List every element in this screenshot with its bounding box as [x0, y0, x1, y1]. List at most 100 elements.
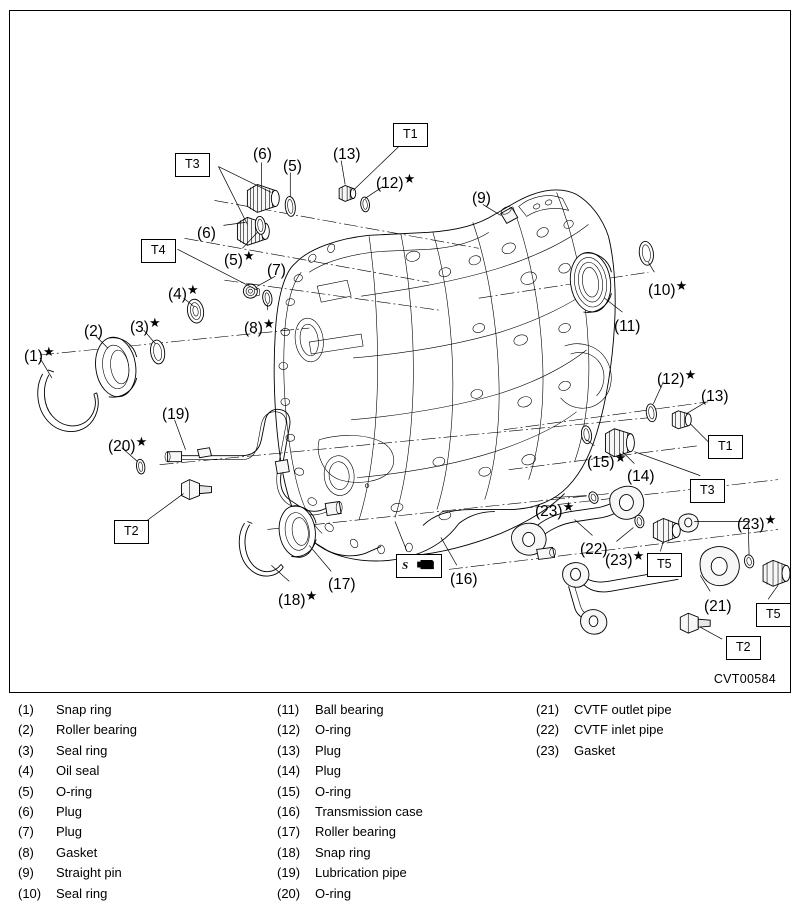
legend-item-number: (6) [18, 803, 34, 819]
legend-item-label: Lubrication pipe [315, 865, 407, 881]
callout-8: (8)★ [244, 317, 275, 337]
callout-number: (12) [657, 371, 685, 388]
star-icon: ★ [242, 248, 255, 263]
legend-item: (8)Gasket [18, 843, 137, 863]
bolt-t2-left [181, 479, 212, 501]
legend-item: (1) Snap ring [18, 700, 137, 720]
legend-column-3: (21)CVTF outlet pipe(22)CVTF inlet pipe(… [536, 700, 672, 761]
torque-box-t1: T1 [708, 435, 743, 459]
legend-item-label: Snap ring [315, 844, 371, 860]
callout-number: (19) [162, 406, 190, 423]
part-6-plug-upper [246, 183, 280, 213]
legend-item: (15)O-ring [277, 782, 423, 802]
callout-number: (15) [587, 454, 615, 471]
callout-number: (4) [168, 286, 187, 303]
legend-item: (12)O-ring [277, 720, 423, 740]
callout-number: (23) [605, 552, 633, 569]
legend-item-number: (4) [18, 763, 34, 779]
callout-number: (5) [224, 252, 243, 269]
torque-box-t1: T1 [393, 123, 428, 147]
legend-item: (5)O-ring [18, 782, 137, 802]
part-12-o-ring-right [645, 403, 657, 423]
part-23-gasket-b [634, 514, 645, 529]
legend-item-label: Snap ring [56, 702, 112, 717]
part-22-cvtf-inlet-pipe [511, 485, 645, 560]
bolt-t5-inlet [652, 518, 681, 543]
legend-item: (3)Seal ring [18, 741, 137, 761]
star-icon: ★ [186, 282, 199, 297]
drawing-number: CVT00584 [713, 672, 776, 686]
part-11-ball-bearing [569, 252, 612, 313]
legend-item: (10)Seal ring [18, 884, 137, 904]
bolt-t2-right [679, 612, 711, 634]
svg-text:S: S [402, 560, 408, 572]
legend-item-label: O-ring [315, 783, 352, 799]
callout-17: (17) [328, 577, 356, 593]
callout-number: (22) [580, 541, 608, 558]
legend-item-label: Gasket [574, 742, 616, 758]
legend-item-number: (5) [18, 783, 34, 799]
legend-item-label: Plug [315, 763, 342, 779]
part-17-roller-bearing [278, 505, 317, 558]
legend-item: (19)Lubrication pipe [277, 863, 423, 883]
part-8-gasket [262, 289, 273, 307]
callout-23: (23)★ [535, 500, 574, 520]
callout-number: (23) [737, 516, 765, 533]
callout-5: (5)★ [224, 249, 255, 269]
callout-number: (3) [130, 319, 149, 336]
leader-lines [39, 138, 779, 640]
callout-23: (23)★ [605, 549, 644, 569]
part-1-snap-ring [37, 369, 99, 433]
callout-number: (20) [108, 438, 136, 455]
callout-13: (13) [701, 389, 729, 405]
callout-6: (6) [197, 226, 216, 242]
part-20-o-ring [135, 458, 146, 475]
legend-item-label: Roller bearing [315, 824, 396, 840]
torque-box-t3: T3 [690, 479, 725, 503]
callout-20: (20)★ [108, 435, 147, 455]
callout-12: (12)★ [657, 368, 696, 388]
callout-number: (12) [376, 175, 404, 192]
star-icon: ★ [675, 278, 688, 293]
legend-item-number: (1) [18, 702, 34, 717]
callout-number: (10) [648, 282, 676, 299]
part-23-gasket-c [743, 554, 755, 569]
transmission-case-body [273, 189, 616, 562]
part-12-o-ring-top [360, 196, 370, 213]
part-13-plug-right [671, 410, 692, 430]
part-3-seal-ring [150, 339, 166, 365]
callout-23: (23)★ [737, 513, 776, 533]
part-14-plug [605, 428, 635, 458]
legend-item-label: Plug [56, 803, 83, 819]
callout-7: (7) [267, 263, 286, 279]
legend-item-number: (13) [277, 742, 301, 758]
torque-box-t5: T5 [756, 603, 791, 627]
star-icon: ★ [42, 344, 55, 359]
legend-item-number: (8) [18, 844, 34, 860]
star-icon: ★ [148, 315, 161, 330]
callout-number: (6) [197, 225, 216, 242]
legend-item-label: Seal ring [56, 885, 108, 901]
legend-item-number: (22) [536, 722, 560, 738]
callout-14: (14) [627, 469, 655, 485]
legend-item-number: (12) [277, 722, 301, 738]
callout-16: (16) [450, 572, 478, 588]
legend-item-number: (16) [277, 803, 301, 819]
part-4-oil-seal [186, 298, 205, 324]
callout-number: (21) [704, 598, 732, 615]
callout-number: (5) [283, 158, 302, 175]
part-2-roller-bearing [95, 336, 138, 398]
star-icon: ★ [614, 450, 627, 465]
legend-item-number: (7) [18, 824, 34, 840]
callout-22: (22) [580, 542, 608, 558]
legend-item: (16)Transmission case [277, 802, 423, 822]
legend-item-number: (18) [277, 844, 301, 860]
legend-column-2: (11)Ball bearing(12)O-ring(13)Plug(14)Pl… [277, 700, 423, 904]
callout-number: (7) [267, 262, 286, 279]
bolt-t5-outlet [762, 559, 790, 587]
legend-item: (17)Roller bearing [277, 822, 423, 842]
legend-item-label: Oil seal [56, 763, 100, 779]
part-23-bracket-ear [678, 513, 699, 533]
legend-item: (14)Plug [277, 761, 423, 781]
torque-box-t3: T3 [175, 153, 210, 177]
